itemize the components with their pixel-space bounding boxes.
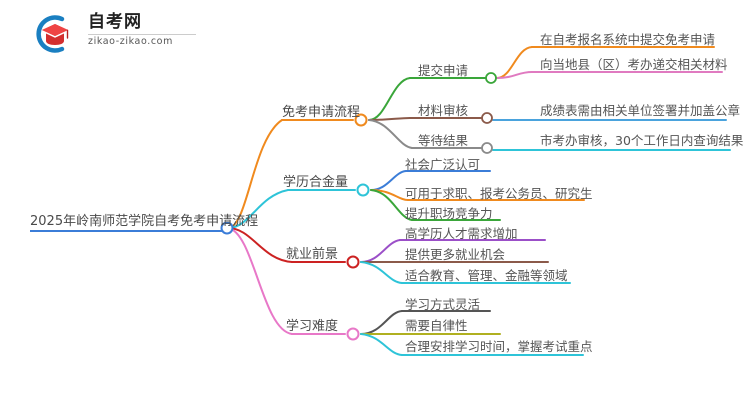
- mindmap-branch-mianKao-shenqing-liucheng[interactable]: 免考申请流程: [282, 105, 361, 120]
- mindmap-leaf-fields-edu-mgmt-finance[interactable]: 适合教育、管理、金融等领域: [405, 268, 568, 283]
- mindmap-leaf-high-degree-demand[interactable]: 高学历人才需求增加: [405, 226, 518, 241]
- mindmap-leaf-self-discipline[interactable]: 需要自律性: [405, 318, 468, 333]
- mindmap-leaf-job-civil-grad[interactable]: 可用于求职、报考公务员、研究生: [405, 186, 593, 201]
- mindmap-leaf-transcript-seal[interactable]: 成绩表需由相关单位签署并加盖公章: [540, 103, 741, 118]
- mindmap-branch-jiuye-qianjing[interactable]: 就业前景: [286, 247, 339, 262]
- mindmap-leaf-30-workdays[interactable]: 市考办审核，30个工作日内查询结果: [540, 133, 744, 148]
- mindmap-leaf-online-submit[interactable]: 在自考报名系统中提交免考申请: [540, 32, 716, 47]
- mindmap-leaf-flexible-study[interactable]: 学习方式灵活: [405, 297, 481, 312]
- zikao-graduation-cap-logo-icon: [28, 12, 74, 56]
- mindmap-node-cailiao-shenhe[interactable]: 材料审核: [418, 103, 469, 118]
- mindmap-leaf-career-competitiveness[interactable]: 提升职场竞争力: [405, 206, 493, 221]
- logo-title: 自考网: [88, 12, 142, 32]
- logo-divider: [88, 34, 196, 35]
- mindmap-leaf-plan-time-key-points[interactable]: 合理安排学习时间，掌握考试重点: [405, 339, 593, 354]
- mindmap-leaf-more-job-chances[interactable]: 提供更多就业机会: [405, 247, 506, 262]
- mindmap-node-tijiao-shenqing[interactable]: 提交申请: [418, 63, 469, 78]
- mindmap-branch-xuexi-nandu[interactable]: 学习难度: [286, 319, 339, 334]
- mindmap-node-dengdai-jieguo[interactable]: 等待结果: [418, 133, 469, 148]
- mindmap-branch-xueli-hanjinliang[interactable]: 学历合金量: [283, 175, 349, 190]
- mindmap-leaf-submit-materials-local[interactable]: 向当地县（区）考办递交相关材料: [540, 57, 728, 72]
- logo-text: 自考网 zikao-zikao.com: [88, 12, 198, 47]
- logo-subtitle: zikao-zikao.com: [88, 36, 173, 47]
- mindmap-root-node[interactable]: 2025年岭南师范学院自考免考申请流程: [30, 214, 259, 229]
- mindmap-leaf-society-recognized[interactable]: 社会广泛认可: [405, 157, 481, 172]
- site-logo: 自考网 zikao-zikao.com: [28, 10, 198, 58]
